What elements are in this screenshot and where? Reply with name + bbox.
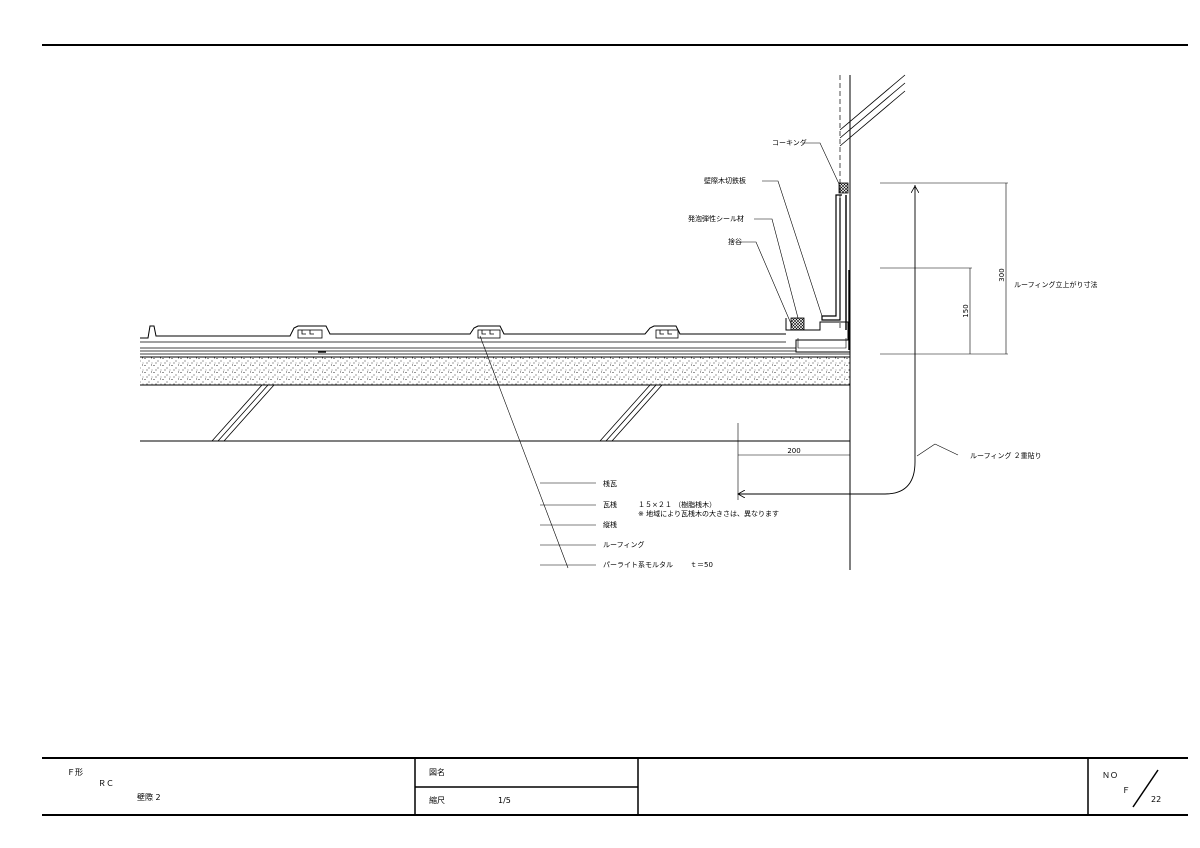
foam-seal-block — [790, 317, 805, 331]
label-roofing-double: ルーフィング ２重貼り — [970, 451, 1042, 460]
label-caulking: コーキング — [772, 138, 807, 147]
rc-wall — [839, 74, 906, 570]
roof-tile-profile — [140, 325, 786, 339]
label-tile: 桟瓦 — [603, 479, 617, 488]
drawing-number: 22 — [1151, 795, 1161, 804]
label-roofing: ルーフィング — [603, 540, 644, 549]
number-slash — [1132, 769, 1159, 808]
label-batten-note: ※ 地域により瓦桟木の大きさは、異なります — [638, 509, 779, 518]
parapet-flashing-assembly — [785, 182, 850, 353]
label-batten: 瓦桟 — [603, 500, 617, 509]
no-label: ＮＯ — [1102, 771, 1118, 780]
label-parapet-flashing: 壁際木切鉄板 — [704, 176, 746, 185]
scale-label: 縮尺 — [429, 795, 445, 805]
label-roofing-upturn: ルーフィング立上がり寸法 — [1014, 280, 1097, 289]
title-block — [42, 757, 1188, 815]
label-batten-spec: １５×２１ （樹脂桟木） — [638, 500, 716, 509]
roofing-double-path — [738, 185, 916, 494]
label-foam-seal: 発泡弾性シール材 — [688, 214, 744, 223]
slab-hatch — [211, 384, 663, 442]
dim-150: 150 — [962, 304, 970, 317]
drawing-name-label: 図名 — [429, 767, 445, 777]
title-type: Ｆ形 — [67, 768, 83, 777]
dim-200: 200 — [787, 447, 800, 455]
label-eave-gutter: 捨谷 — [728, 237, 742, 246]
perlite-mortar-layer — [140, 357, 850, 385]
caulking-bead — [838, 182, 849, 194]
roof-section — [140, 325, 850, 442]
leader-lines — [479, 142, 959, 569]
dim-300: 300 — [998, 268, 1006, 281]
dimension-lines — [737, 182, 1008, 500]
title-detail: 壁際 2 — [137, 792, 161, 802]
label-mortar: パーライト系モルタル — [603, 560, 673, 569]
label-mortar-thickness: ｔ＝50 — [690, 561, 713, 569]
wall-flashing-plate — [821, 194, 842, 321]
scale-value: 1/5 — [498, 796, 511, 805]
series-letter: Ｆ — [1122, 786, 1130, 795]
label-counter-batten: 縦桟 — [603, 520, 617, 529]
title-structure: ＲＣ — [98, 779, 114, 788]
